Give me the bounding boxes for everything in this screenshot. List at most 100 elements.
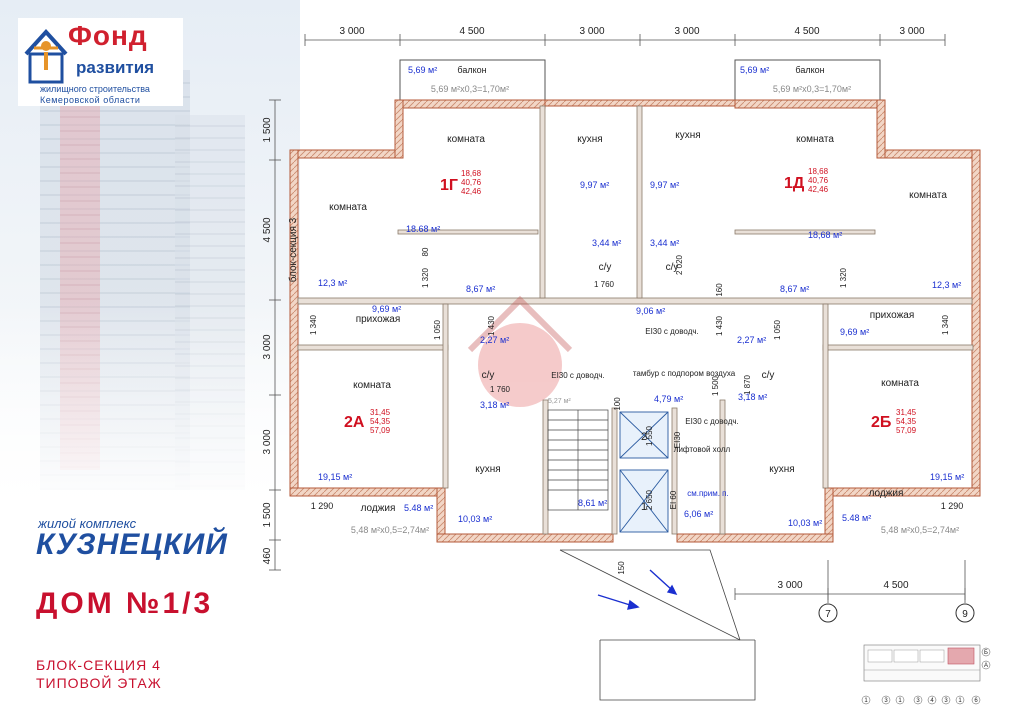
- dim-top-3: 3 000: [579, 26, 604, 37]
- room-label-tl: комната: [329, 202, 367, 213]
- label-ei30-top: EI30 с доводч.: [645, 327, 699, 336]
- area-wc-2b-small: 2,27 м²: [737, 335, 766, 345]
- apt-1d-area-2: 40,76: [808, 176, 829, 185]
- area-room-tl: 12,3 м²: [318, 278, 347, 288]
- fund-logo: Фонд развития жилищного строительства Ке…: [18, 18, 183, 106]
- apt-code-2b: 2Б: [871, 414, 891, 431]
- watermark-logo: [467, 295, 573, 407]
- apt-1d-area-1: 18,68: [808, 167, 829, 176]
- dim-2650: 2 650: [645, 489, 654, 510]
- kitchen-label-2a: кухня: [475, 464, 500, 475]
- photo-fade: [0, 300, 300, 540]
- area-wc-1d: 3,44 м²: [650, 238, 679, 248]
- area-kitchen-2b: 10,03 м²: [788, 518, 822, 528]
- interior-walls: [297, 105, 974, 535]
- keyplan-col-8: 6: [974, 698, 978, 704]
- area-kitchen-1g: 9,97 м²: [580, 180, 609, 190]
- area-stairs: 8,61 м²: [578, 498, 607, 508]
- dim-top-4: 3 000: [674, 26, 699, 37]
- complex-subtitle: жилой комплекс: [38, 516, 137, 531]
- dim-top-1: 3 000: [339, 26, 364, 37]
- room-label-1d: комната: [796, 134, 834, 145]
- ramp-arrows: [597, 569, 678, 610]
- block-section-label: блок-секция 3: [287, 217, 299, 282]
- lift-number-2: 2: [641, 431, 647, 443]
- wc-label-1g: с/у: [599, 262, 612, 273]
- keyplan-col-7: 1: [958, 698, 962, 704]
- apt-1d-area-3: 42,46: [808, 185, 829, 194]
- area-kitchen-1d: 9,97 м²: [650, 180, 679, 190]
- dim-1550: 1 550: [645, 425, 654, 446]
- balcony-right-area: 5,69 м²: [740, 65, 769, 75]
- area-wc-2a: 3,18 м²: [480, 400, 509, 410]
- area-room-1d: 18,68 м²: [808, 230, 842, 240]
- dim-top-5: 4 500: [794, 26, 819, 37]
- dim-left-4: 3 000: [262, 429, 273, 454]
- dim-1050-left: 1 050: [433, 319, 442, 340]
- dim-left-2: 4 500: [262, 217, 273, 242]
- area-room-2b: 19,15 м²: [930, 472, 964, 482]
- dim-left-6: 460: [262, 547, 273, 564]
- keyplan-col-3: 1: [898, 698, 902, 704]
- room-label-1g: комната: [447, 134, 485, 145]
- logo-word-razvitiya: развития: [76, 58, 155, 77]
- wc-label-2b: с/у: [762, 370, 775, 381]
- room-label-tr: комната: [909, 190, 947, 201]
- dim-bottom-1: 3 000: [777, 580, 802, 591]
- area-corridor: 9,06 м²: [636, 306, 665, 316]
- keyplan-col-5: 4: [930, 698, 934, 704]
- dim-1340-left: 1 340: [309, 314, 318, 335]
- apt-1g-area-3: 42,46: [461, 187, 482, 196]
- loggia-left-formula: 5,48 м²х0,5=2,74м²: [351, 525, 429, 535]
- kitchen-label-1g: кухня: [577, 134, 602, 145]
- dim-left-5: 1 500: [262, 502, 273, 527]
- label-vestibule: тамбур с подпором воздуха: [633, 369, 736, 378]
- area-loggia-right: 5.48 м²: [842, 513, 871, 523]
- dim-80: 80: [421, 247, 430, 256]
- label-ei30-left: EI30 с доводч.: [551, 371, 605, 380]
- area-kitchen-2a: 10,03 м²: [458, 514, 492, 524]
- balcony-right-label: балкон: [795, 65, 824, 75]
- logo-subline-1: жилищного строительства: [40, 84, 150, 94]
- area-room-1g: 18.68 м²: [406, 224, 440, 234]
- area-hall-tr: 9,69 м²: [840, 327, 869, 337]
- hall-label-left: прихожая: [356, 314, 401, 325]
- area-wc-2a-small: 2,27 м²: [480, 335, 509, 345]
- area-vestibule: 4,79 м²: [654, 394, 683, 404]
- area-loggia-left: 5.48 м²: [404, 503, 433, 513]
- keyplan-col-4: 3: [916, 698, 920, 704]
- area-wc-2b: 3,18 м²: [738, 392, 767, 402]
- label-ei60: EI 60: [669, 490, 678, 509]
- label-lift-hall: лифтовой холл: [674, 445, 731, 454]
- loggia-left-dim: 1 290: [311, 501, 334, 511]
- area-hall-1g: 8,67 м²: [466, 284, 495, 294]
- balcony-left-area: 5,69 м²: [408, 65, 437, 75]
- apt-code-2a: 2А: [344, 414, 365, 431]
- axis-marker-9: 9: [962, 609, 968, 620]
- room-label-2b: комната: [881, 378, 919, 389]
- dim-bottom-2: 4 500: [883, 580, 908, 591]
- area-hall-1d: 8,67 м²: [780, 284, 809, 294]
- wc-label-2a: с/у: [482, 370, 495, 381]
- floor-caption-section: БЛОК-СЕКЦИЯ 4: [36, 657, 161, 673]
- label-see-note: см.прим. п.: [687, 489, 728, 498]
- area-room-2a: 19,15 м²: [318, 472, 352, 482]
- dimension-lines-bottom: [734, 560, 966, 603]
- logo-word-fond: Фонд: [68, 20, 148, 51]
- axis-markers: [818, 603, 975, 623]
- loggia-label-right: лоджия: [869, 488, 904, 499]
- house-title: ДОМ №1/3: [36, 587, 214, 620]
- apt-code-1g: 1Г: [440, 177, 458, 194]
- lift-number-1: 1: [641, 501, 647, 513]
- balcony-left-formula: 5,69 м²х0,3=1,70м²: [431, 84, 509, 94]
- staircase: [547, 409, 609, 511]
- keyplan-row-b: Б: [984, 650, 988, 656]
- room-label-2a: комната: [353, 380, 391, 391]
- dim-150: 150: [617, 561, 626, 575]
- dim-1430-right: 1 430: [715, 315, 724, 336]
- balcony-right-formula: 5,69 м²х0,3=1,70м²: [773, 84, 851, 94]
- hall-label-right: прихожая: [870, 310, 915, 321]
- keyplan-row-a: А: [984, 663, 988, 669]
- dim-1760-top: 1 760: [594, 280, 615, 289]
